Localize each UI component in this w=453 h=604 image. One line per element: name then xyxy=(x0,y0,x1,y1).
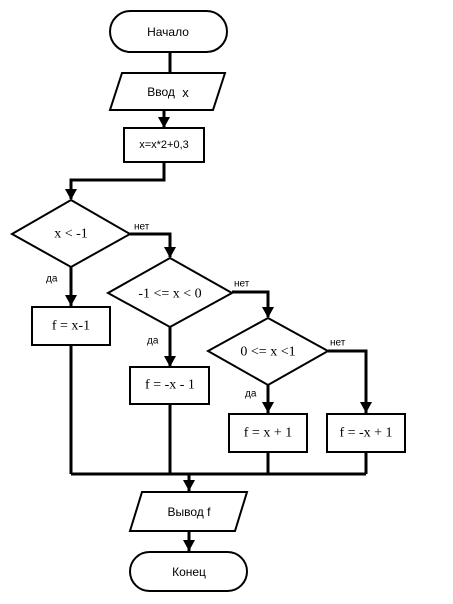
condition-1-no-label: нет xyxy=(134,222,150,233)
arrowhead-to-cond1 xyxy=(65,189,77,200)
condition-3-no-label: нет xyxy=(330,338,346,349)
condition-3-node: 0 <= x <1 xyxy=(205,316,331,387)
result-4-label: f = -x + 1 xyxy=(339,426,392,441)
connector-assign-cond1 xyxy=(69,163,166,199)
assign-node: x=x*2+0,3 xyxy=(123,127,205,163)
result-3-label: f = x + 1 xyxy=(244,426,292,441)
arrowhead-to-cond3 xyxy=(262,307,274,318)
connector-cond1-no xyxy=(130,232,172,257)
arrowhead-to-assign xyxy=(158,117,170,128)
arrowhead-to-cond2 xyxy=(164,247,176,258)
connector-cond3-no xyxy=(328,349,368,413)
result-3-node: f = x + 1 xyxy=(228,413,308,453)
input-node: Ввод x xyxy=(108,72,227,111)
output-node: Вывод f xyxy=(128,491,249,532)
condition-1-label: x < -1 xyxy=(54,227,88,242)
condition-2-yes-label: да xyxy=(147,336,159,347)
end-label: Конец xyxy=(172,565,206,579)
arrowhead-to-result3 xyxy=(262,402,274,413)
condition-3-yes-label: да xyxy=(245,389,257,400)
result-1-label: f = x-1 xyxy=(52,319,90,334)
start-node: Начало xyxy=(109,10,228,53)
arrowhead-to-end xyxy=(183,540,195,551)
condition-2-node: -1 <= x < 0 xyxy=(105,256,235,329)
connector-cond2-no xyxy=(232,290,270,317)
input-label: Ввод x xyxy=(147,85,189,100)
arrowhead-to-result4 xyxy=(360,402,372,413)
condition-2-label: -1 <= x < 0 xyxy=(138,287,201,302)
result-1-node: f = x-1 xyxy=(31,306,111,346)
result-2-node: f = -x - 1 xyxy=(129,366,210,405)
arrowhead-to-output xyxy=(183,480,195,491)
output-label: Вывод f xyxy=(168,505,212,519)
condition-2-no-label: нет xyxy=(234,279,250,290)
start-label: Начало xyxy=(147,25,189,39)
result-4-node: f = -x + 1 xyxy=(326,413,406,453)
arrowheads xyxy=(65,73,372,551)
condition-1-yes-label: да xyxy=(46,274,58,285)
end-node: Конец xyxy=(129,551,248,592)
connectors xyxy=(69,53,368,551)
arrowhead-to-result1 xyxy=(65,295,77,306)
condition-1-node: x < -1 xyxy=(9,198,133,269)
arrowhead-to-result2 xyxy=(164,356,176,367)
result-2-label: f = -x - 1 xyxy=(145,378,195,393)
assign-label: x=x*2+0,3 xyxy=(139,139,189,151)
condition-3-label: 0 <= x <1 xyxy=(240,345,295,360)
